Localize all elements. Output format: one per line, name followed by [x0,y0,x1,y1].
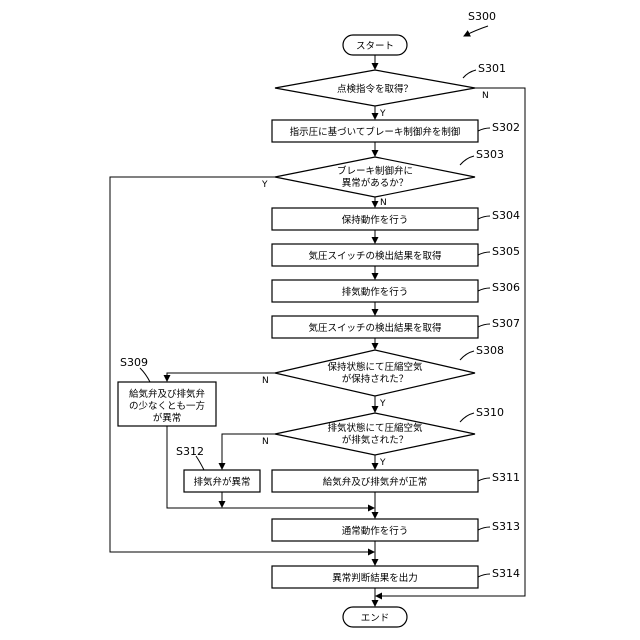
tag-s305: S305 [492,245,520,258]
process-s305-text: 気圧スイッチの検出結果を取得 [308,250,442,262]
decision-s310-text-2: が排気された？ [342,434,409,446]
decision-s308-text-1: 保持状態にて圧縮空気 [327,361,423,373]
branch-s301-yes: Y [379,109,386,119]
process-s314-text: 異常判断結果を出力 [332,572,418,584]
tag-s303: S303 [476,148,504,161]
branch-s308-yes: Y [379,399,386,409]
tag-s313: S313 [492,520,520,533]
branch-s310-no: N [262,437,269,447]
tag-s308: S308 [476,344,504,357]
process-s304-text: 保持動作を行う [342,214,409,226]
tag-s302: S302 [492,121,520,134]
tag-s311: S311 [492,471,520,484]
end-label: エンド [361,613,390,624]
process-s309-text-2: の少なくとも一方 [129,400,205,412]
leader-s302 [478,128,490,131]
tag-s307: S307 [492,317,520,330]
decision-s301-text: 点検指令を取得？ [337,83,413,95]
tag-s306: S306 [492,281,520,294]
tag-s314: S314 [492,567,520,580]
start-label: スタート [356,41,394,52]
decision-s303-text-1: ブレーキ制御弁に [337,165,413,177]
branch-s308-no: N [262,376,269,386]
leader-s303 [460,156,474,165]
edge-s308-no [167,373,275,381]
leader-s304 [478,216,490,219]
tag-s304: S304 [492,209,520,222]
decision-s303-text-2: 異常があるか？ [342,177,409,189]
process-s307-text: 気圧スイッチの検出結果を取得 [308,322,442,334]
process-s306-text: 排気動作を行う [342,286,409,298]
branch-s303-no: N [380,198,387,208]
branch-s301-no: N [482,91,489,101]
tag-s312: S312 [176,445,204,458]
tag-s310: S310 [476,406,504,419]
leader-s308 [460,351,474,360]
decision-s310 [275,413,475,455]
process-s311-text: 給気弁及び排気弁が正常 [323,476,428,488]
leader-s313 [478,527,490,530]
decision-s303 [275,157,475,197]
tag-s309: S309 [120,356,148,369]
decision-s310-text-1: 排気状態にて圧縮空気 [327,422,423,434]
decision-s308-text-2: が保持された？ [342,373,409,385]
leader-s314 [478,574,490,577]
figure-label: S300 [468,10,496,23]
branch-s303-yes: Y [261,180,268,190]
figure-label-arrow [464,26,488,36]
branch-s310-yes: Y [379,458,386,468]
process-s302-text: 指示圧に基づいてブレーキ制御弁を制御 [290,126,461,138]
decision-s308 [275,350,475,396]
leader-s309 [140,368,150,382]
process-s309-text-3: が異常 [153,412,182,424]
leader-s312 [196,456,204,470]
process-s312-text: 排気弁が異常 [193,476,250,488]
leader-s307 [478,324,490,327]
leader-s310 [460,413,474,422]
tag-s301: S301 [478,62,506,75]
leader-s305 [478,252,490,255]
process-s313-text: 通常動作を行う [342,525,409,537]
leader-s311 [478,478,490,481]
leader-s306 [478,288,490,291]
leader-s301 [463,70,476,78]
process-s309-text-1: 給気弁及び排気弁 [129,388,206,400]
